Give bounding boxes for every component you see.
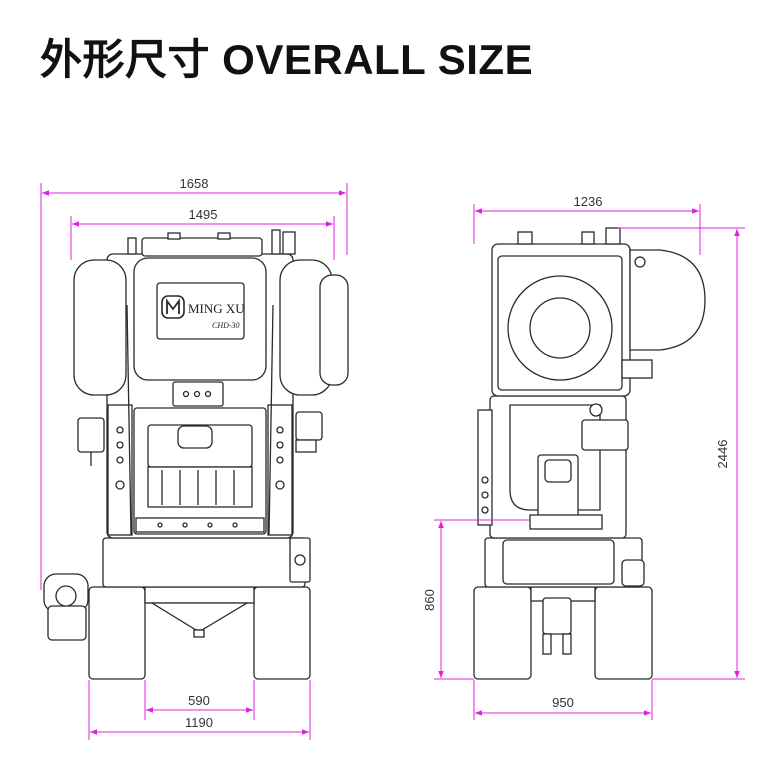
side-motor [621, 559, 645, 587]
front-lube-pump [77, 417, 105, 453]
page-title: 外形尺寸 OVERALL SIZE [40, 36, 534, 83]
front-air-valve [295, 411, 323, 441]
dim-label-frame-width: 1495 [189, 207, 218, 222]
dim-label-overall-width: 1658 [180, 176, 209, 191]
side-base-rear-foot [594, 586, 653, 680]
side-flywheel-inner [529, 297, 591, 359]
side-air-valve [581, 419, 629, 451]
dim-label-table-height: 860 [422, 589, 437, 611]
front-view [43, 229, 349, 680]
dim-label-base-depth: 950 [552, 695, 574, 710]
front-lower-body [102, 537, 306, 588]
side-die-cushion [529, 514, 603, 530]
front-top-cover [141, 237, 263, 257]
side-front-panel [477, 409, 493, 526]
front-base-bridge [144, 586, 255, 604]
dim-label-base-width: 1190 [185, 715, 213, 730]
dim-label-height: 2446 [715, 440, 730, 469]
dimension-lines [40, 183, 745, 740]
front-right-column [267, 404, 293, 536]
side-belt-guard [629, 249, 706, 351]
side-clamp-tool [542, 597, 572, 635]
front-base-right-foot [253, 586, 311, 680]
front-left-column [107, 404, 133, 536]
brand-logo-mark [161, 295, 185, 319]
side-view [473, 227, 706, 680]
front-bolster [135, 517, 265, 533]
dim-label-base-inner: 590 [188, 693, 210, 708]
front-model-text: CHD-30 [212, 321, 240, 330]
dim-label-depth: 1236 [574, 194, 603, 209]
front-brand-text: MING XU [188, 301, 245, 316]
front-left-flywheel-cover [73, 259, 127, 396]
front-chip-hopper [149, 602, 250, 631]
front-base-left-foot [88, 586, 146, 680]
side-base-front-foot [473, 586, 532, 680]
